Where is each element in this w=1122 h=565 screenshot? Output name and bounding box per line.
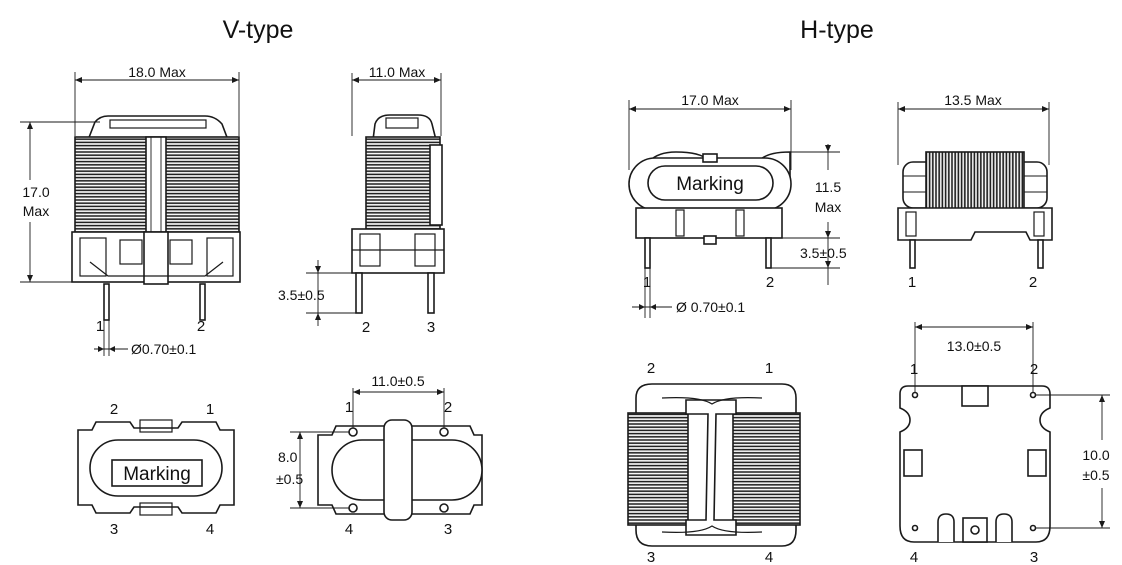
v-top-pin-4: 4 xyxy=(206,521,214,538)
h-front-marking: Marking xyxy=(676,174,744,195)
h-top-pin-1: 1 xyxy=(765,360,773,377)
v-front-pin-2: 2 xyxy=(197,318,205,335)
h-bottom-height-2: ±0.5 xyxy=(1082,467,1109,483)
v-type-bottom-view: 11.0±0.5 8.0 ±0.5 1 2 4 3 xyxy=(276,373,483,538)
v-top-pin-2: 2 xyxy=(110,401,118,418)
h-type-title: H-type xyxy=(800,16,874,44)
h-bottom-pin-2: 2 xyxy=(1030,361,1038,378)
h-top-pin-4: 4 xyxy=(765,549,773,565)
v-bottom-height-2: ±0.5 xyxy=(276,471,303,487)
v-front-width-label: 18.0 Max xyxy=(128,64,186,80)
h-bottom-pin-4: 4 xyxy=(910,549,918,565)
h-type-top-view: 2 1 3 4 xyxy=(627,360,801,565)
h-type-front-view: Marking 17.0 Max 11.5 Max 3.5±0.5 1 2 Ø … xyxy=(628,92,847,318)
v-top-pin-1: 1 xyxy=(206,401,214,418)
v-front-height-label-2: Max xyxy=(23,203,49,219)
h-bottom-pitch: 13.0±0.5 xyxy=(947,338,1002,354)
h-side-width-label: 13.5 Max xyxy=(944,92,1002,108)
v-top-marking: Marking xyxy=(123,464,191,485)
v-side-width-label: 11.0 Max xyxy=(369,64,426,80)
h-front-pin-2: 2 xyxy=(766,274,774,291)
h-bottom-pin-1: 1 xyxy=(910,361,918,378)
h-top-pin-3: 3 xyxy=(647,549,655,565)
h-bottom-pin-3: 3 xyxy=(1030,549,1038,565)
v-type-side-view: 11.0 Max 3.5±0.5 2 3 xyxy=(278,64,445,336)
v-bottom-pitch: 11.0±0.5 xyxy=(371,373,425,389)
h-side-pin-1: 1 xyxy=(908,274,916,291)
v-bottom-pin-2: 2 xyxy=(444,399,452,416)
v-front-height-label-1: 17.0 xyxy=(22,184,49,200)
h-type-bottom-view: 13.0±0.5 10.0 ±0.5 1 2 4 3 xyxy=(899,322,1110,565)
h-side-pin-2: 2 xyxy=(1029,274,1037,291)
v-type-title: V-type xyxy=(223,16,294,44)
v-bottom-pin-1: 1 xyxy=(345,399,353,416)
h-front-height-2: Max xyxy=(815,199,841,215)
h-front-pin-length: 3.5±0.5 xyxy=(800,245,847,261)
v-type-top-view: Marking 2 1 3 4 xyxy=(77,401,235,538)
v-bottom-height-1: 8.0 xyxy=(278,449,298,465)
v-side-pin-length: 3.5±0.5 xyxy=(278,287,325,303)
h-front-pin-1: 1 xyxy=(643,274,651,291)
h-front-width-label: 17.0 Max xyxy=(681,92,739,108)
v-bottom-pin-4: 4 xyxy=(345,521,353,538)
v-type-front-view: 18.0 Max 17.0 Max 1 2 Ø0.70±0.1 xyxy=(20,64,241,357)
v-front-pin-diameter: Ø0.70±0.1 xyxy=(131,341,196,357)
v-top-pin-3: 3 xyxy=(110,521,118,538)
v-side-pin-2: 2 xyxy=(362,319,370,336)
h-type-side-view: 13.5 Max 1 2 xyxy=(897,92,1053,291)
h-front-height-1: 11.5 xyxy=(815,179,841,195)
h-top-pin-2: 2 xyxy=(647,360,655,377)
v-bottom-pin-3: 3 xyxy=(444,521,452,538)
v-front-pin-1: 1 xyxy=(96,318,104,335)
h-front-pin-diameter: Ø 0.70±0.1 xyxy=(676,299,745,315)
h-bottom-height-1: 10.0 xyxy=(1082,447,1109,463)
v-side-pin-3: 3 xyxy=(427,319,435,336)
